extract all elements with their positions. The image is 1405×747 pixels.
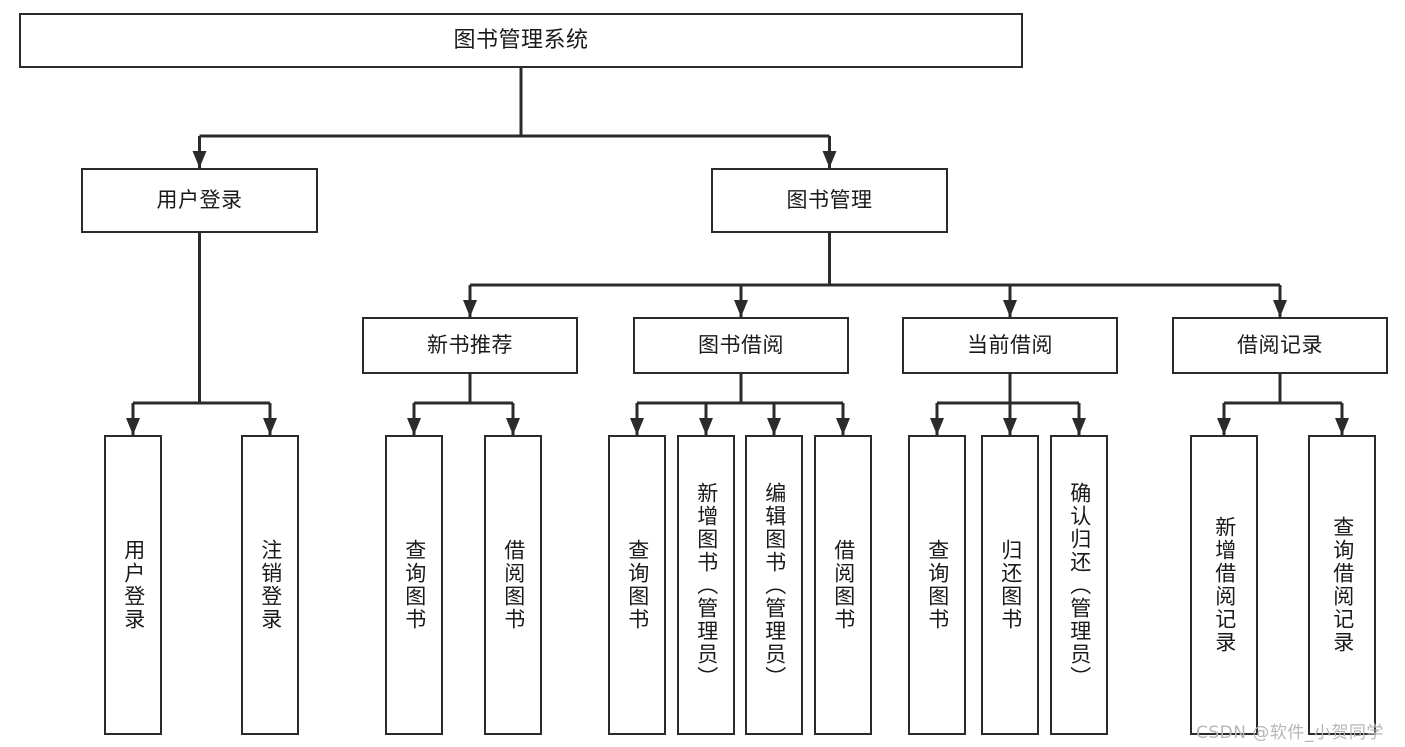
node-book_manage[interactable]: 图书管理 bbox=[711, 168, 948, 233]
node-label: 借阅图书 bbox=[831, 539, 856, 631]
node-leaf_cb_query[interactable]: 查询图书 bbox=[908, 435, 966, 735]
node-label: 用户登录 bbox=[156, 188, 243, 213]
node-label: 查询图书 bbox=[925, 539, 950, 631]
node-label: 图书管理系统 bbox=[453, 27, 589, 53]
node-leaf_rec_query[interactable]: 查询图书 bbox=[385, 435, 443, 735]
node-label: 查询借阅记录 bbox=[1330, 516, 1355, 654]
node-leaf_bb_add[interactable]: 新增图书（管理员） bbox=[677, 435, 735, 735]
node-label: 借阅记录 bbox=[1237, 333, 1323, 358]
node-label: 图书管理 bbox=[786, 188, 873, 213]
node-leaf_br_query[interactable]: 查询借阅记录 bbox=[1308, 435, 1376, 735]
node-label: 查询图书 bbox=[402, 539, 427, 631]
node-label: 确认归还（管理员） bbox=[1067, 481, 1092, 689]
node-new_book_rec[interactable]: 新书推荐 bbox=[362, 317, 578, 374]
node-leaf_cb_return[interactable]: 归还图书 bbox=[981, 435, 1039, 735]
node-current_borrow[interactable]: 当前借阅 bbox=[902, 317, 1118, 374]
node-leaf_br_add[interactable]: 新增借阅记录 bbox=[1190, 435, 1258, 735]
node-label: 新增图书（管理员） bbox=[694, 481, 719, 689]
node-label: 编辑图书（管理员） bbox=[762, 481, 787, 689]
node-borrow_record[interactable]: 借阅记录 bbox=[1172, 317, 1388, 374]
node-label: 归还图书 bbox=[998, 539, 1023, 631]
node-label: 借阅图书 bbox=[501, 539, 526, 631]
node-book_borrow[interactable]: 图书借阅 bbox=[633, 317, 849, 374]
node-leaf_user_login[interactable]: 用户登录 bbox=[104, 435, 162, 735]
node-label: 新增借阅记录 bbox=[1212, 516, 1237, 654]
node-leaf_bb_query[interactable]: 查询图书 bbox=[608, 435, 666, 735]
node-label: 图书借阅 bbox=[698, 333, 784, 358]
node-label: 查询图书 bbox=[625, 539, 650, 631]
csdn-watermark: CSDN @软件_小贺同学 bbox=[1196, 723, 1384, 743]
node-user_login[interactable]: 用户登录 bbox=[81, 168, 318, 233]
node-leaf_rec_borrow[interactable]: 借阅图书 bbox=[484, 435, 542, 735]
node-leaf_cb_confirm[interactable]: 确认归还（管理员） bbox=[1050, 435, 1108, 735]
node-leaf_bb_edit[interactable]: 编辑图书（管理员） bbox=[745, 435, 803, 735]
node-leaf_bb_borrow[interactable]: 借阅图书 bbox=[814, 435, 872, 735]
node-leaf_user_logout[interactable]: 注销登录 bbox=[241, 435, 299, 735]
node-label: 当前借阅 bbox=[967, 333, 1053, 358]
node-root[interactable]: 图书管理系统 bbox=[19, 13, 1023, 68]
node-label: 注销登录 bbox=[258, 539, 283, 631]
node-label: 用户登录 bbox=[121, 539, 146, 631]
node-label: 新书推荐 bbox=[427, 333, 513, 358]
